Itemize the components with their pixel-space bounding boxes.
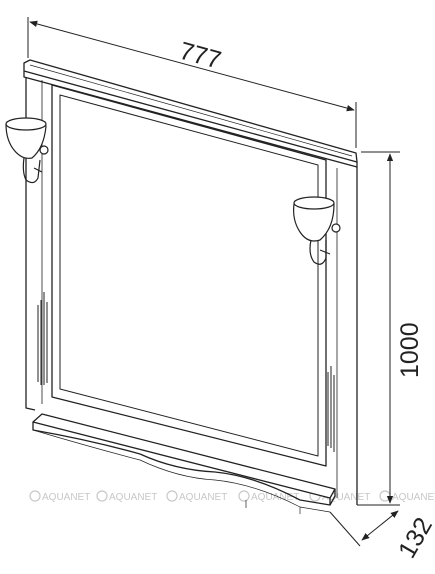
- watermark-text: AQUANET: [322, 492, 370, 503]
- height-label: 1000: [396, 322, 424, 378]
- depth-dimension: [329, 504, 400, 547]
- height-dimension: [361, 151, 400, 506]
- mirror-frame: [23, 59, 358, 514]
- top-cornice: [23, 59, 358, 163]
- left-grooves: [37, 292, 48, 385]
- width-label: 777: [176, 37, 224, 75]
- watermark-logo: AQUANET: [238, 490, 299, 503]
- right-lamp: [293, 196, 341, 265]
- depth-label: 132: [393, 513, 435, 563]
- bottom-shelf: [32, 413, 336, 499]
- right-grooves: [327, 366, 335, 452]
- left-side-board: [25, 77, 36, 411]
- watermark-text: AQUANET: [42, 492, 90, 503]
- watermark-row: AQUANET AQUANET AQUANET AQUANET AQUANET …: [29, 490, 435, 503]
- watermark-logo: AQUANET: [96, 490, 157, 503]
- mirror-glass-inner: [59, 94, 319, 457]
- watermark-text: AQUANET: [251, 492, 299, 503]
- watermark-text: AQUANET: [392, 492, 435, 503]
- left-lamp: [5, 117, 49, 184]
- watermark-text: AQUANET: [179, 492, 227, 503]
- width-dimension: [27, 17, 357, 148]
- watermark-logo: AQUANET: [29, 490, 90, 503]
- watermark-text: AQUANET: [109, 492, 157, 503]
- watermark-logo: AQUANET: [166, 490, 227, 503]
- watermark-logo: AQUANET: [379, 490, 435, 503]
- mirror-glass-outer: [51, 84, 327, 467]
